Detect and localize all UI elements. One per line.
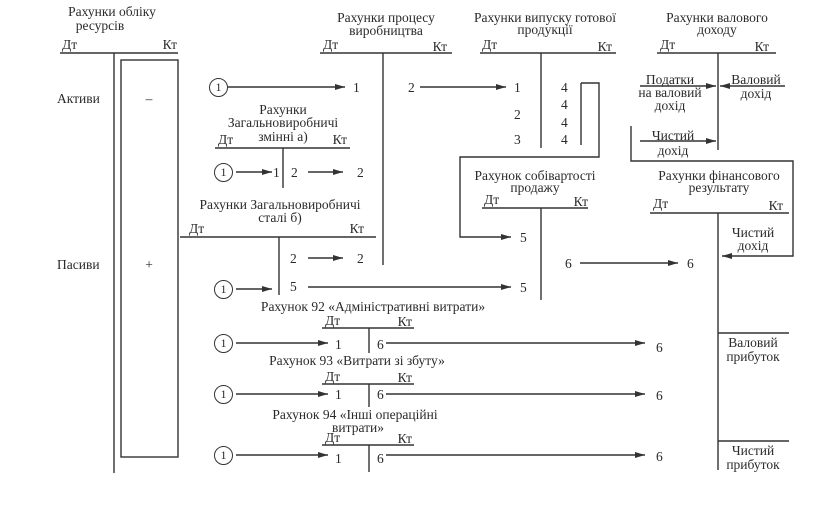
assets-label: Активи [57,91,100,106]
cost-debit: Дт [484,192,500,207]
acc93-credit: Кт [397,370,412,385]
overhead-variable-title-2: Загальновиробничі [227,115,339,130]
overhead-fixed-credit-entry-1: 2 [290,251,297,266]
gross-label-2: дохід [740,86,772,101]
cost-debit-entry-2: 5 [520,280,527,295]
goods-bracket [459,82,600,240]
assets-sign: – [145,91,153,106]
acc94-title-2: витрати» [332,420,384,435]
start-marker-production: 1 [209,78,228,97]
tax-label-3: дохід [654,98,686,113]
result-entry-cost: 6 [687,256,694,271]
acc94-debit: Дт [325,430,341,445]
overhead-fixed-title-2: сталі б) [258,210,302,225]
start-marker-acc93: 1 [214,385,233,404]
production-credit-entry: 2 [408,80,415,95]
goods-credit-entry-3: 4 [561,115,568,130]
result-title-2: результату [688,180,750,195]
goods-debit-entry-3: 3 [514,132,521,147]
acc92-debit-entry: 1 [335,337,342,352]
resources-title: Рахунки обліку [68,4,156,19]
gross-label: Валовий [731,72,781,87]
resources-title-2: ресурсів [75,18,125,33]
acc92-debit: Дт [325,313,341,328]
acc92-credit: Кт [397,314,412,329]
acc94-credit-entry: 6 [377,451,384,466]
overhead-fixed-credit-entry-2: 5 [290,279,297,294]
cost-credit: Кт [573,194,588,209]
cost-credit-entry: 6 [565,256,572,271]
net-profit-label: Чистий [731,443,775,458]
gross-profit-label: Валовий [728,335,778,350]
acc93-credit-entry: 6 [377,387,384,402]
acc92-target: 6 [656,340,663,355]
result-debit: Дт [653,196,669,211]
acc93-debit-entry: 1 [335,387,342,402]
acc93-debit: Дт [325,369,341,384]
overhead-variable-credit: Кт [332,132,347,147]
net-income-label-2: дохід [657,143,689,158]
acc93-title: Рахунок 93 «Витрати зі збуту» [269,353,445,368]
start-marker-overhead-fixed: 1 [214,280,233,299]
liabilities-sign: + [145,257,153,272]
resources-credit: Кт [162,37,177,52]
overhead-fixed-credit: Кт [349,221,364,236]
resources-box [120,59,179,458]
production-title-2: виробництва [349,23,423,38]
resources-debit: Дт [62,37,78,52]
start-marker-acc94: 1 [214,446,233,465]
overhead-variable-title-3: змінні а) [258,129,308,144]
overhead-fixed-title: Рахунки Загальновиробничі [199,197,361,212]
overhead-fixed-target-1: 2 [357,251,364,266]
production-debit-entry: 1 [353,80,360,95]
goods-credit-entry-2: 4 [561,97,568,112]
overhead-fixed-debit: Дт [189,221,205,236]
acc94-title: Рахунок 94 «Інші операційні [272,407,438,422]
gross-income-title: Рахунки валового [666,10,768,25]
tax-label: Податки [645,72,695,87]
result-net-income-2: дохід [737,238,769,253]
gross-profit-label-2: прибуток [726,349,780,364]
cost-title-2: продажу [510,180,560,195]
overhead-variable-debit: Дт [218,132,234,147]
production-credit: Кт [432,39,447,54]
goods-title: Рахунки випуску готової [474,10,616,25]
goods-debit-entry-1: 1 [514,80,521,95]
production-debit: Дт [323,37,339,52]
goods-debit: Дт [482,37,498,52]
acc94-target: 6 [656,449,663,464]
acc92-title: Рахунок 92 «Адміністративні витрати» [260,299,486,314]
production-title: Рахунки процесу [337,10,435,25]
net-income-label: Чистий [651,128,695,143]
gross-income-title-2: доходу [697,22,737,37]
goods-credit: Кт [597,39,612,54]
result-credit: Кт [768,198,783,213]
acc93-target: 6 [656,388,663,403]
overhead-variable-credit-entry: 2 [291,165,298,180]
acc92-credit-entry: 6 [377,337,384,352]
cost-title: Рахунок собівартості [474,168,596,183]
overhead-variable-target: 2 [357,165,364,180]
goods-credit-entry-1: 4 [561,80,568,95]
start-marker-acc92: 1 [214,334,233,353]
acc94-debit-entry: 1 [335,451,342,466]
overhead-variable-title: Рахунки [259,102,307,117]
goods-debit-entry-2: 2 [514,107,521,122]
result-net-income: Чистий [731,225,775,240]
gross-income-credit: Кт [754,39,769,54]
goods-credit-entry-4: 4 [561,132,568,147]
gross-income-debit: Дт [660,37,676,52]
liabilities-label: Пасиви [57,257,100,272]
goods-title-2: продукції [517,22,573,37]
acc94-credit: Кт [397,431,412,446]
net-profit-label-2: прибуток [726,457,780,472]
overhead-variable-debit-entry: 1 [273,165,280,180]
net-income-bracket [630,126,794,259]
start-marker-overhead-variable: 1 [214,163,233,182]
tax-label-2: на валовий [638,85,702,100]
cost-debit-entry-1: 5 [520,230,527,245]
result-title: Рахунки фінансового [658,168,780,183]
